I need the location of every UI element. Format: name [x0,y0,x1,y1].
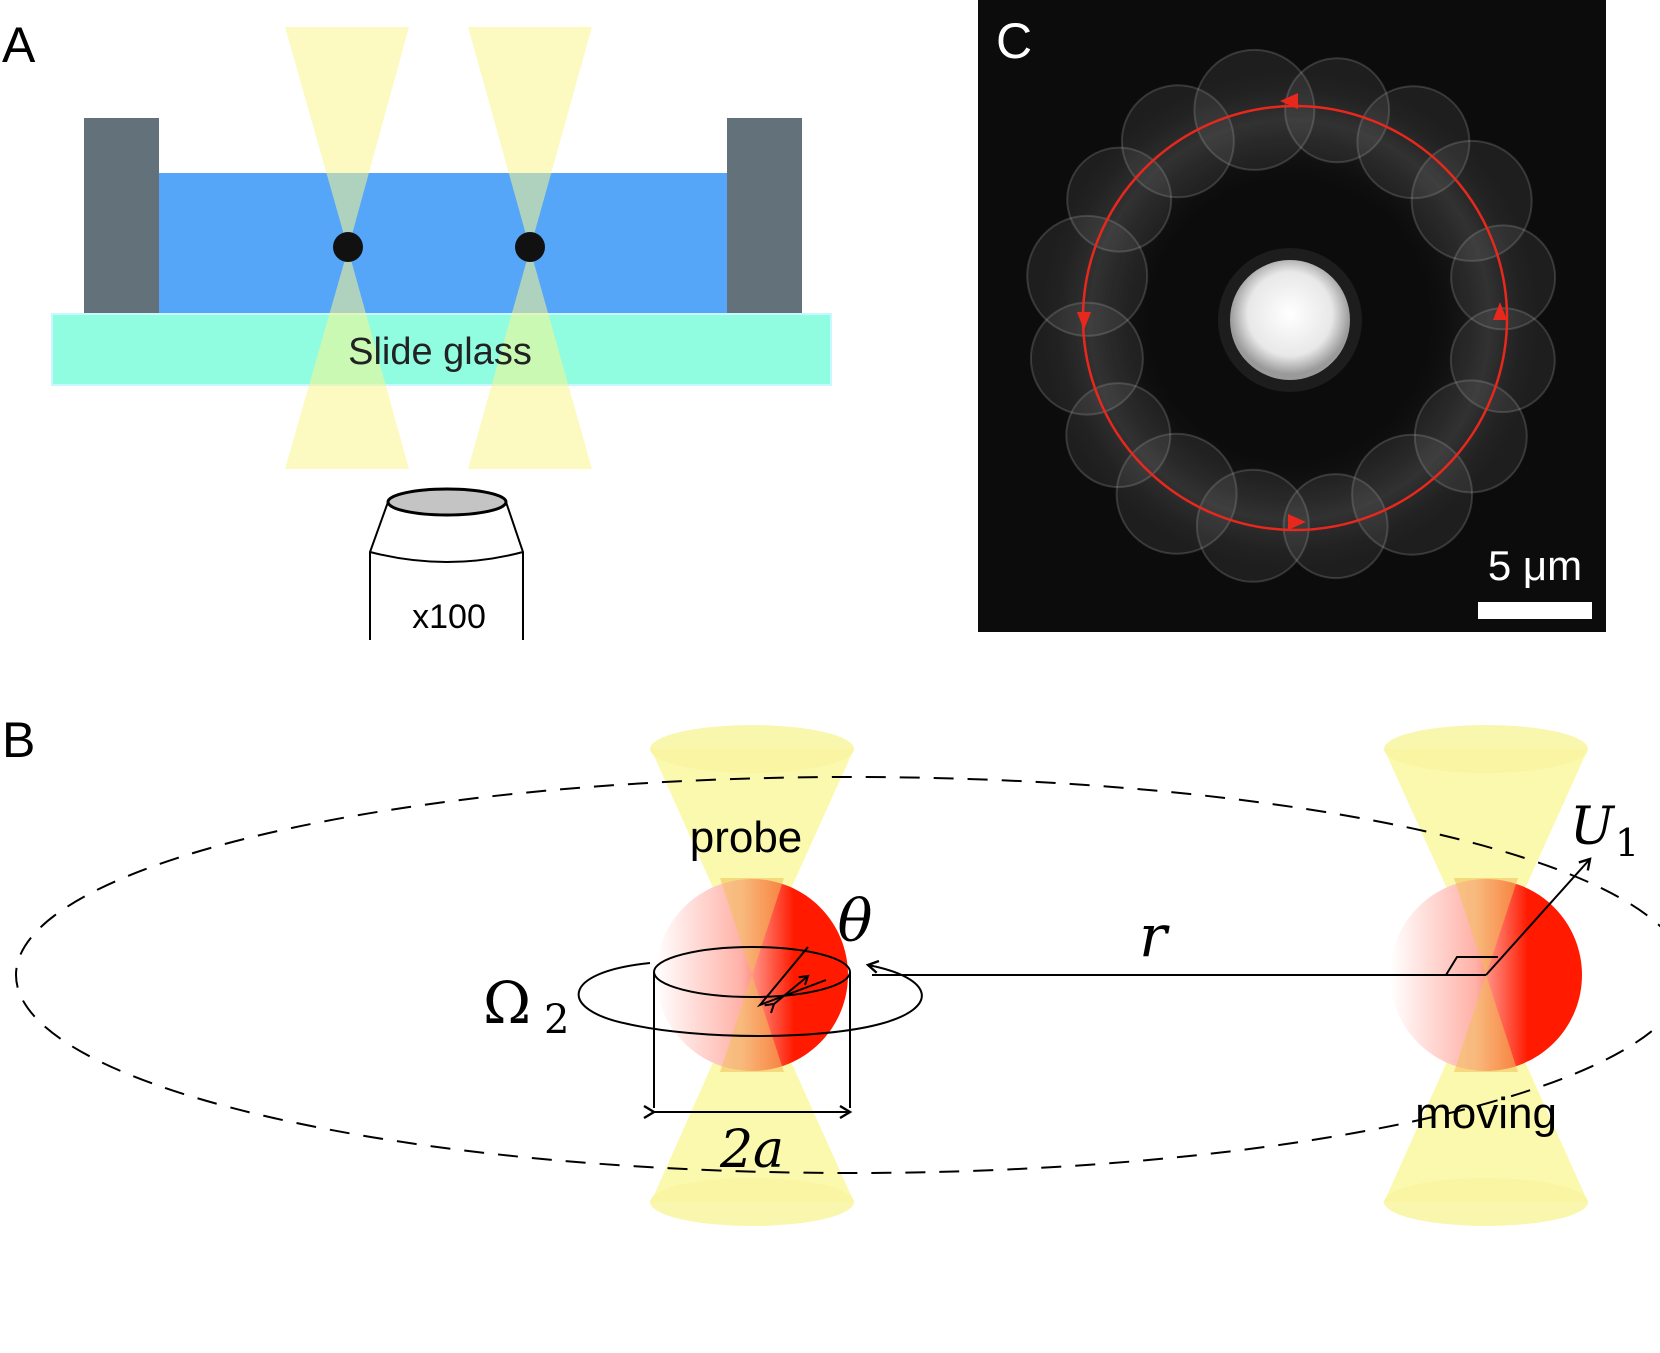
velocity-symbol: U [1570,797,1616,857]
liquid-layer [159,173,727,315]
panel-a: A Slide glass x100 [2,17,832,640]
rotation-label: Ω 2 [483,969,569,1043]
distance-label: r [1139,902,1170,970]
velocity-arrow [1485,859,1590,976]
orbit-arrow-left [1077,312,1091,330]
orbit-arrow-right [1493,302,1507,320]
diameter-label: 2a [719,1120,784,1180]
central-particle [1230,260,1350,380]
angle-arrow [764,974,810,1014]
panel-a-label: A [2,17,36,73]
moving-laser-beam [1384,725,1588,1226]
orbit-arrow-top [1280,93,1298,109]
laser-beam-left [285,27,409,469]
scale-bar [1478,602,1592,619]
orbit-path-dashed [15,776,1660,1174]
probe-label: probe [690,813,803,862]
orbit-arrow-bottom [1288,514,1306,530]
objective-lens [369,487,524,640]
rotation-symbol: Ω [483,969,531,1037]
velocity-subscript: 1 [1615,821,1639,865]
right-angle-marker [1445,956,1498,976]
rotation-subscript: 2 [544,997,569,1043]
panel-c-label: C [996,13,1032,69]
chamber-wall-right [727,118,802,315]
panel-b: B [2,712,1660,1226]
probe-laser-beam [650,725,854,1226]
slide-glass [51,313,832,386]
panel-c: 5 μm C [978,0,1606,632]
slide-glass-label: Slide glass [348,331,532,373]
objective-magnification-label: x100 [412,598,486,636]
probe-cylinder [653,946,851,1108]
angle-label: θ [838,887,873,955]
scale-bar-label: 5 μm [1488,542,1582,589]
rotation-arrow [577,963,923,1037]
trapped-particle-left [333,232,363,262]
velocity-label: U 1 [1570,797,1639,865]
chamber-wall-left [84,118,159,315]
moving-label: moving [1415,1089,1557,1138]
trapped-particle-right [515,232,545,262]
probe-beam-overlap [720,878,784,1072]
panel-b-label: B [2,712,35,768]
